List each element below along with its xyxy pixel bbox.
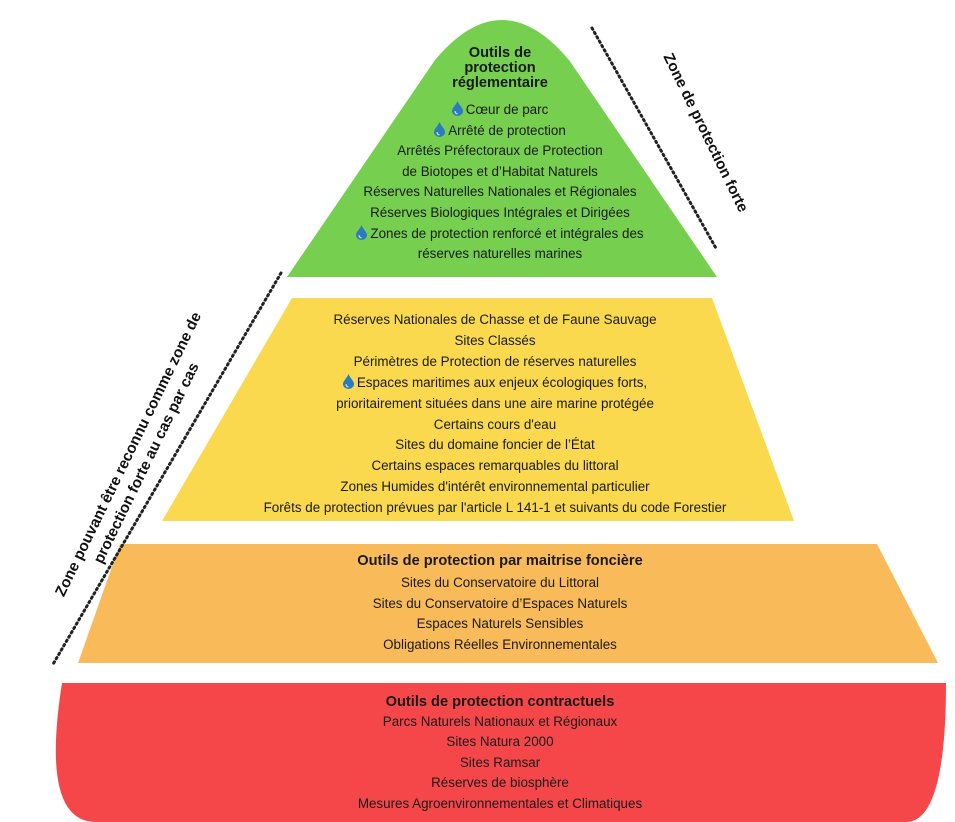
tier-item: Réserves de biosphère <box>280 773 720 793</box>
tier-item: Arrêté de protection <box>330 121 670 142</box>
tier-land-control: Outils de protection par maitrise fonciè… <box>230 552 770 655</box>
tier-item-text: Sites Natura 2000 <box>446 734 554 750</box>
tier-item-text: Forêts de protection prévues par l'artic… <box>263 500 727 516</box>
tier-item-text: Mesures Agroenvironnementales et Climati… <box>357 795 643 811</box>
tier-item-text: Réserves Biologiques Intégrales et Dirig… <box>370 204 630 220</box>
tier-item: Arrêtés Préfectoraux de Protection <box>330 141 670 162</box>
tier-item: Sites du Conservatoire du Littoral <box>230 573 770 594</box>
tier-item: Parcs Naturels Nationaux et Régionaux <box>280 712 720 732</box>
tier-item: Certains cours d'eau <box>210 415 780 436</box>
tier-item: Sites Natura 2000 <box>280 732 720 752</box>
water-drop-icon <box>451 101 463 116</box>
tier-item-text: Zones de protection renforcé et intégral… <box>370 225 644 241</box>
tier-title: Outils de protection contractuels <box>385 694 615 710</box>
tier-item-text: prioritairement situées dans une aire ma… <box>336 395 654 411</box>
tier-item: réserves naturelles marines <box>330 244 670 265</box>
tier-title-line: Outils de <box>468 45 532 61</box>
tier-item-text: Obligations Réelles Environnementales <box>383 636 617 652</box>
tier-item: Espaces maritimes aux enjeux écologiques… <box>210 373 780 394</box>
tier-yellow-shape <box>162 298 794 521</box>
tier-item: Sites du Conservatoire d’Espaces Naturel… <box>230 594 770 615</box>
tier-item-text: Espaces maritimes aux enjeux écologiques… <box>356 374 648 390</box>
tier-item-text: Arrêtés Préfectoraux de Protection <box>397 143 603 159</box>
tier-regulatory: Outils de protection réglementaire Cœur … <box>330 46 670 265</box>
tier-item-text: Sites du Conservatoire du Littoral <box>401 575 599 590</box>
tier-item: Forêts de protection prévues par l'artic… <box>210 498 780 519</box>
tier-item: Zones de protection renforcé et intégral… <box>330 224 670 245</box>
dotted-line-right <box>590 26 719 252</box>
tier-item: Zones Humides d'intérêt environnemental … <box>210 477 780 498</box>
tier-item-text: Sites du Conservatoire d’Espaces Naturel… <box>372 595 628 611</box>
tier-item: Espaces Naturels Sensibles <box>230 614 770 635</box>
tier-contractual: Outils de protection contractuels Parcs … <box>280 693 720 814</box>
tier-red-shape <box>55 683 947 822</box>
dotted-line-left <box>50 271 283 668</box>
tier-item-list: Réserves Nationales de Chasse et de Faun… <box>210 310 780 519</box>
tier-item: Cœur de parc <box>330 100 670 121</box>
tier-orange-shape <box>78 544 938 663</box>
tier-item: de Biotopes et d’Habitat Naturels <box>330 162 670 183</box>
tier-item: Sites Classés <box>210 331 780 352</box>
tier-item-text: Zones Humides d'intérêt environnemental … <box>340 479 650 495</box>
tier-item: Réserves Nationales de Chasse et de Faun… <box>210 310 780 331</box>
tier-item-text: Cœur de parc <box>465 102 549 117</box>
tier-top-shape <box>287 20 717 277</box>
tier-item: Sites du domaine foncier de l’État <box>210 435 780 456</box>
tier-item-text: Réserves de biosphère <box>431 775 569 791</box>
tier-item: Réserves Biologiques Intégrales et Dirig… <box>330 203 670 224</box>
tier-item-text: Arrêté de protection <box>448 122 566 138</box>
tier-item-text: Sites du domaine foncier de l’État <box>395 437 595 453</box>
tier-item-text: Sites Classés <box>454 332 536 348</box>
tier-title-line: réglementaire <box>452 75 548 91</box>
tier-item-text: réserves naturelles marines <box>417 246 583 262</box>
water-drop-icon <box>356 224 368 240</box>
water-drop-icon <box>342 373 354 389</box>
tier-item-text: Sites Ramsar <box>459 754 541 770</box>
tier-item: Sites Ramsar <box>280 753 720 773</box>
tier-item-text: Espaces Naturels Sensibles <box>416 616 584 632</box>
tier-item-text: Certains cours d'eau <box>433 416 557 432</box>
tier-item-text: Parcs Naturels Nationaux et Régionaux <box>382 714 618 729</box>
tier-title-line: protection <box>464 60 536 76</box>
tier-item: prioritairement situées dans une aire ma… <box>210 394 780 415</box>
tier-item: Périmètres de Protection de réserves nat… <box>210 352 780 373</box>
tier-item: Obligations Réelles Environnementales <box>230 635 770 656</box>
tier-item-text: de Biotopes et d’Habitat Naturels <box>402 163 598 179</box>
tier-item-text: Périmètres de Protection de réserves nat… <box>353 353 637 369</box>
tier-item-text: Réserves Naturelles Nationales et Région… <box>363 184 637 200</box>
tier-item: Certains espaces remarquables du littora… <box>210 456 780 477</box>
tier-item: Mesures Agroenvironnementales et Climati… <box>280 794 720 814</box>
water-drop-icon <box>434 121 446 137</box>
tier-title: Outils de protection par maitrise fonciè… <box>357 553 643 569</box>
tier-item-text: Certains espaces remarquables du littora… <box>371 458 619 474</box>
tier-case-by-case: Réserves Nationales de Chasse et de Faun… <box>210 310 780 519</box>
tier-item-text: Réserves Nationales de Chasse et de Faun… <box>333 312 657 327</box>
tier-item: Réserves Naturelles Nationales et Région… <box>330 182 670 203</box>
